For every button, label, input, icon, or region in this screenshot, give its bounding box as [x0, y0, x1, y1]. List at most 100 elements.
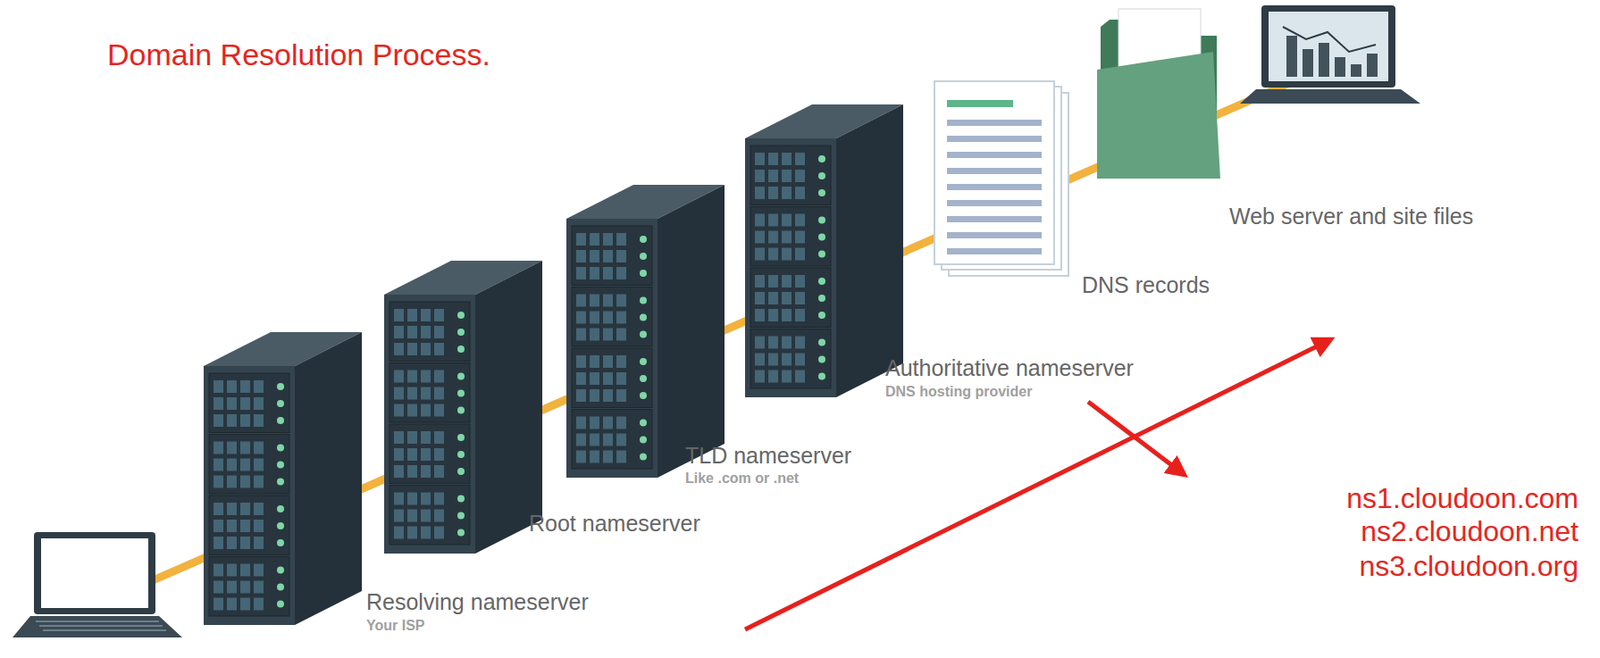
rack-led [639, 436, 647, 444]
rack-window [795, 214, 805, 227]
rack-led [818, 172, 826, 180]
rack-led [818, 155, 826, 163]
rack-window [603, 294, 613, 308]
rack-window [240, 581, 251, 595]
rack-unit [571, 410, 653, 470]
rack-window [240, 459, 251, 472]
laptop-display [41, 538, 149, 609]
rack-window [795, 275, 805, 288]
rack-window [213, 564, 224, 578]
rack-window [768, 186, 779, 200]
rack-window [226, 536, 237, 550]
rack-unit [209, 557, 290, 618]
rack-window [240, 536, 251, 550]
nameserver-name: ns3.cloudoon.org [1358, 550, 1579, 584]
rack-window [420, 431, 431, 444]
rack-window [434, 493, 444, 506]
rack-window [407, 309, 418, 322]
chart-bar [1286, 35, 1298, 77]
rack-window [240, 519, 251, 533]
rack-window [781, 248, 792, 261]
rack-led [276, 505, 285, 513]
rack-window [603, 434, 613, 447]
web-server-laptop [1239, 5, 1421, 104]
rack-window [603, 372, 613, 386]
web-server-label: Web server and site files [1229, 203, 1474, 230]
chart-line [1282, 26, 1376, 52]
rack-side [657, 184, 725, 478]
rack-led [276, 584, 285, 592]
document-line [946, 135, 1042, 143]
rack-window [616, 267, 627, 280]
server-sublabel: DNS hosting provider [885, 384, 1032, 401]
document-line [946, 119, 1042, 126]
rack-window [434, 448, 444, 461]
rack-led [457, 451, 465, 459]
rack-window [253, 380, 264, 394]
rack-led [457, 495, 465, 503]
rack-window [616, 451, 627, 464]
site-files-folder [1097, 8, 1221, 179]
rack-window [434, 370, 444, 384]
rack-led [818, 189, 826, 197]
document-highlight [946, 100, 1014, 108]
rack-window [781, 186, 792, 200]
rack-window [768, 309, 779, 322]
rack-window [213, 581, 224, 595]
rack-window [420, 448, 431, 461]
folder-front [1097, 51, 1221, 179]
chart-bar [1334, 57, 1346, 77]
rack-window [781, 353, 792, 367]
rack-led [818, 277, 826, 285]
rack-window [781, 292, 792, 305]
rack-unit [209, 373, 290, 434]
rack-window [407, 527, 418, 540]
laptop-keys [42, 629, 167, 632]
rack-led [457, 311, 465, 319]
rack-window [240, 502, 251, 516]
rack-window [213, 459, 224, 472]
rack-led [457, 512, 465, 520]
rack-side [475, 260, 543, 554]
chart-bar [1302, 49, 1314, 77]
rack-led [818, 251, 826, 259]
rack-window [768, 231, 779, 244]
rack-window [754, 169, 765, 183]
rack-window [213, 502, 224, 516]
rack-window [420, 343, 431, 356]
rack-window [768, 336, 779, 350]
rack-unit [750, 145, 831, 206]
rack-window [407, 387, 418, 401]
rack-window [407, 510, 418, 523]
rack-window [393, 465, 404, 478]
rack-window [768, 169, 779, 183]
server-label: TLD nameserver [685, 443, 852, 470]
rack-window [240, 442, 251, 455]
document-line [946, 184, 1042, 191]
rack-window [576, 267, 587, 280]
rack-unit [571, 287, 653, 348]
rack-led [457, 468, 465, 476]
rack-window [589, 355, 600, 369]
rack-window [589, 267, 600, 280]
rack-led [457, 328, 465, 336]
rack-unit [389, 301, 470, 362]
rack-window [781, 275, 792, 288]
rack-window [420, 370, 431, 384]
rack-side [294, 332, 362, 626]
rack-window [795, 336, 805, 350]
rack-led [639, 331, 647, 339]
rack-side [836, 104, 904, 398]
rack-led [276, 383, 285, 391]
rack-unit [389, 424, 470, 485]
rack-unit [209, 495, 290, 556]
rack-window [616, 372, 627, 386]
rack-window [589, 250, 600, 263]
rack-window [754, 275, 765, 288]
rack-window [213, 414, 224, 428]
rack-window [616, 294, 627, 308]
rack-led [639, 392, 647, 400]
rack-window [253, 476, 264, 489]
document-line [946, 232, 1042, 239]
server-racks [203, 104, 904, 626]
